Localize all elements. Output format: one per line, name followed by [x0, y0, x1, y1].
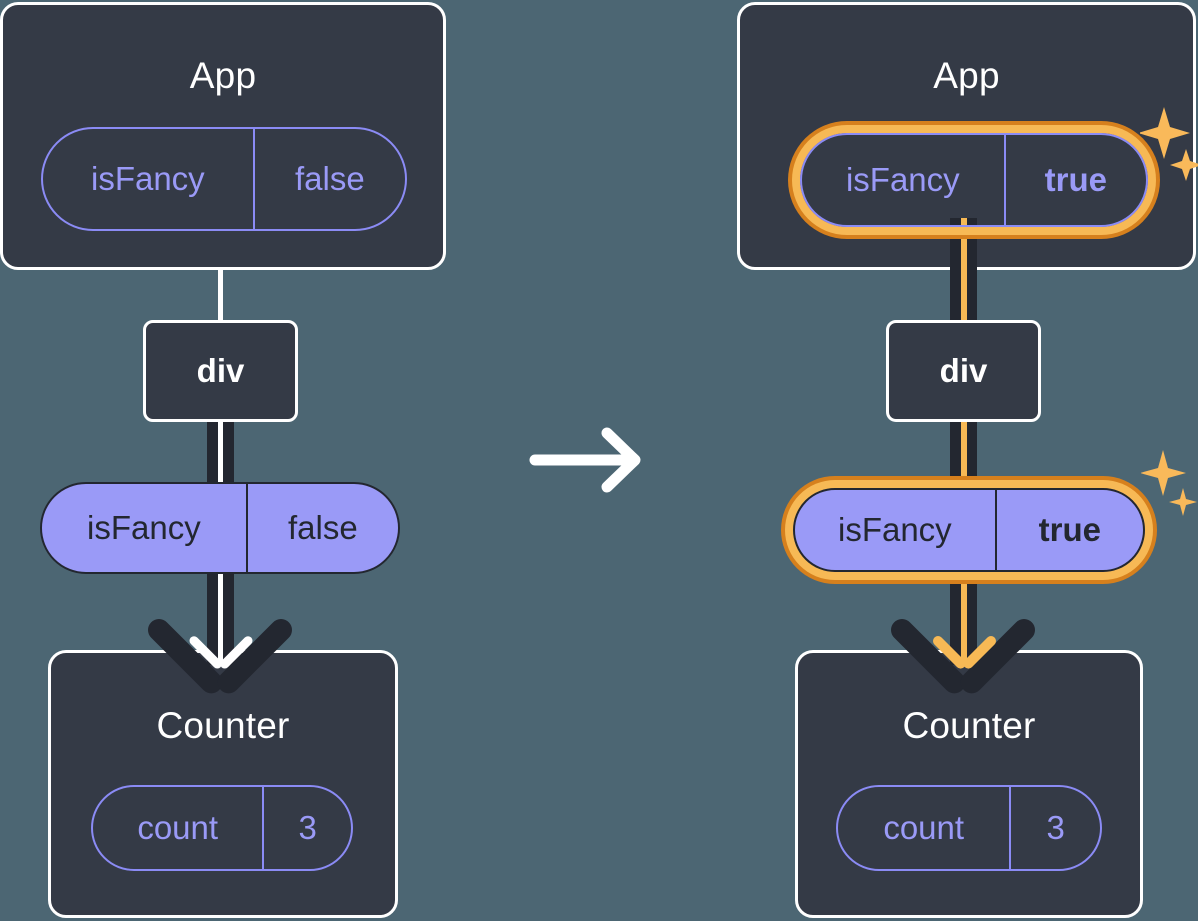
- connector-div-to-props: [207, 420, 234, 490]
- state-pill-isfancy: isFancy false: [41, 127, 407, 231]
- connector-core: [961, 420, 967, 490]
- props-pill-isfancy: isFancy false: [40, 482, 400, 574]
- state-pill-value: 3: [1009, 787, 1100, 869]
- sparkles-icon: [1140, 448, 1198, 526]
- component-box-counter: Counter count 3: [795, 650, 1143, 918]
- connector-core: [218, 560, 223, 665]
- dom-node-div: div: [886, 320, 1041, 422]
- state-pill-name: isFancy: [845, 161, 960, 198]
- app-title: App: [933, 55, 1000, 96]
- app-title: App: [189, 55, 257, 96]
- props-pill-value: false: [245, 484, 398, 572]
- connector-core: [961, 560, 967, 665]
- panel-before: App isFancy false div isFancy false Coun…: [0, 0, 450, 921]
- state-pill-value: false: [252, 129, 405, 229]
- arrowhead-into-counter: [886, 585, 1040, 698]
- counter-title: Counter: [902, 705, 1036, 746]
- props-pill-name: isFancy: [87, 509, 201, 546]
- panel-after: App isFancy true div isFancy true: [735, 0, 1198, 921]
- state-pill-name: count: [883, 809, 965, 846]
- state-pill-name: isFancy: [90, 160, 205, 197]
- state-pill-name: count: [137, 809, 219, 846]
- connector-core: [218, 420, 223, 490]
- state-pill-isfancy: isFancy true: [800, 133, 1148, 227]
- props-pill-isfancy: isFancy true: [793, 488, 1145, 572]
- props-pill-value: true: [994, 490, 1143, 570]
- state-pill-count: count 3: [836, 785, 1102, 871]
- counter-title: Counter: [156, 705, 290, 746]
- arrowhead-into-counter: [143, 585, 297, 698]
- state-pill-value: 3: [262, 787, 351, 869]
- div-label: div: [939, 352, 988, 389]
- connector-div-to-props: [950, 420, 977, 490]
- connector-core: [961, 218, 967, 323]
- connector-app-to-div: [218, 268, 223, 320]
- transition-arrow: [525, 425, 655, 495]
- connector-props-to-counter: [950, 560, 977, 665]
- component-box-app: App isFancy true: [737, 2, 1198, 270]
- state-pill-value: true: [1003, 135, 1146, 225]
- component-box-app: App isFancy false: [0, 2, 446, 270]
- state-pill-count: count 3: [91, 785, 353, 871]
- props-pill-name: isFancy: [837, 511, 952, 548]
- connector-app-to-div: [950, 218, 977, 323]
- component-box-counter: Counter count 3: [48, 650, 398, 918]
- dom-node-div: div: [143, 320, 298, 422]
- sparkles-icon: [1138, 105, 1198, 191]
- div-label: div: [196, 352, 245, 389]
- connector-props-to-counter: [207, 560, 234, 665]
